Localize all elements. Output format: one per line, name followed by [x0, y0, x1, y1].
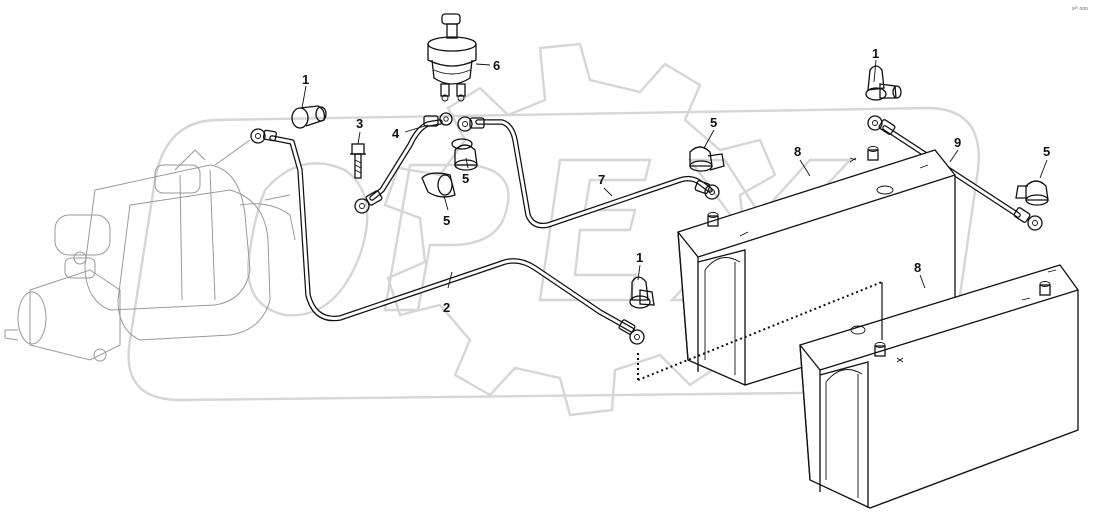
callout-1a: 1	[302, 72, 309, 87]
boot-5a	[689, 146, 725, 172]
callout-4: 4	[392, 126, 400, 141]
boot-5c	[421, 172, 456, 198]
battery-switch	[427, 13, 477, 102]
cable-7	[457, 116, 720, 229]
callout-5c: 5	[443, 213, 450, 228]
callout-6: 6	[493, 58, 500, 73]
callout-8b: 8	[914, 260, 921, 275]
callout-1c: 1	[636, 250, 643, 265]
callout-8a: 8	[794, 144, 801, 159]
dotted-connection	[637, 281, 883, 381]
cable-4	[354, 112, 453, 214]
callout-3: 3	[356, 116, 363, 131]
callout-5b: 5	[462, 171, 469, 186]
cable-2	[250, 128, 645, 345]
callout-9: 9	[954, 135, 961, 150]
battery-b	[799, 264, 1079, 509]
bolt	[350, 143, 366, 179]
callout-7: 7	[598, 172, 605, 187]
callout-2: 2	[443, 300, 450, 315]
boot-5d	[1015, 180, 1049, 206]
callout-5d: 5	[1043, 144, 1050, 159]
terminal-cap-1a	[291, 105, 327, 129]
corner-code: x²⁰ ooo	[1072, 6, 1088, 12]
leader-lines	[301, 59, 1048, 289]
callout-1b: 1	[872, 46, 879, 61]
starter-motor	[4, 139, 296, 362]
terminal-cap-1b	[865, 65, 902, 101]
callout-5a: 5	[710, 115, 717, 130]
terminal-cap-1c	[629, 276, 655, 309]
